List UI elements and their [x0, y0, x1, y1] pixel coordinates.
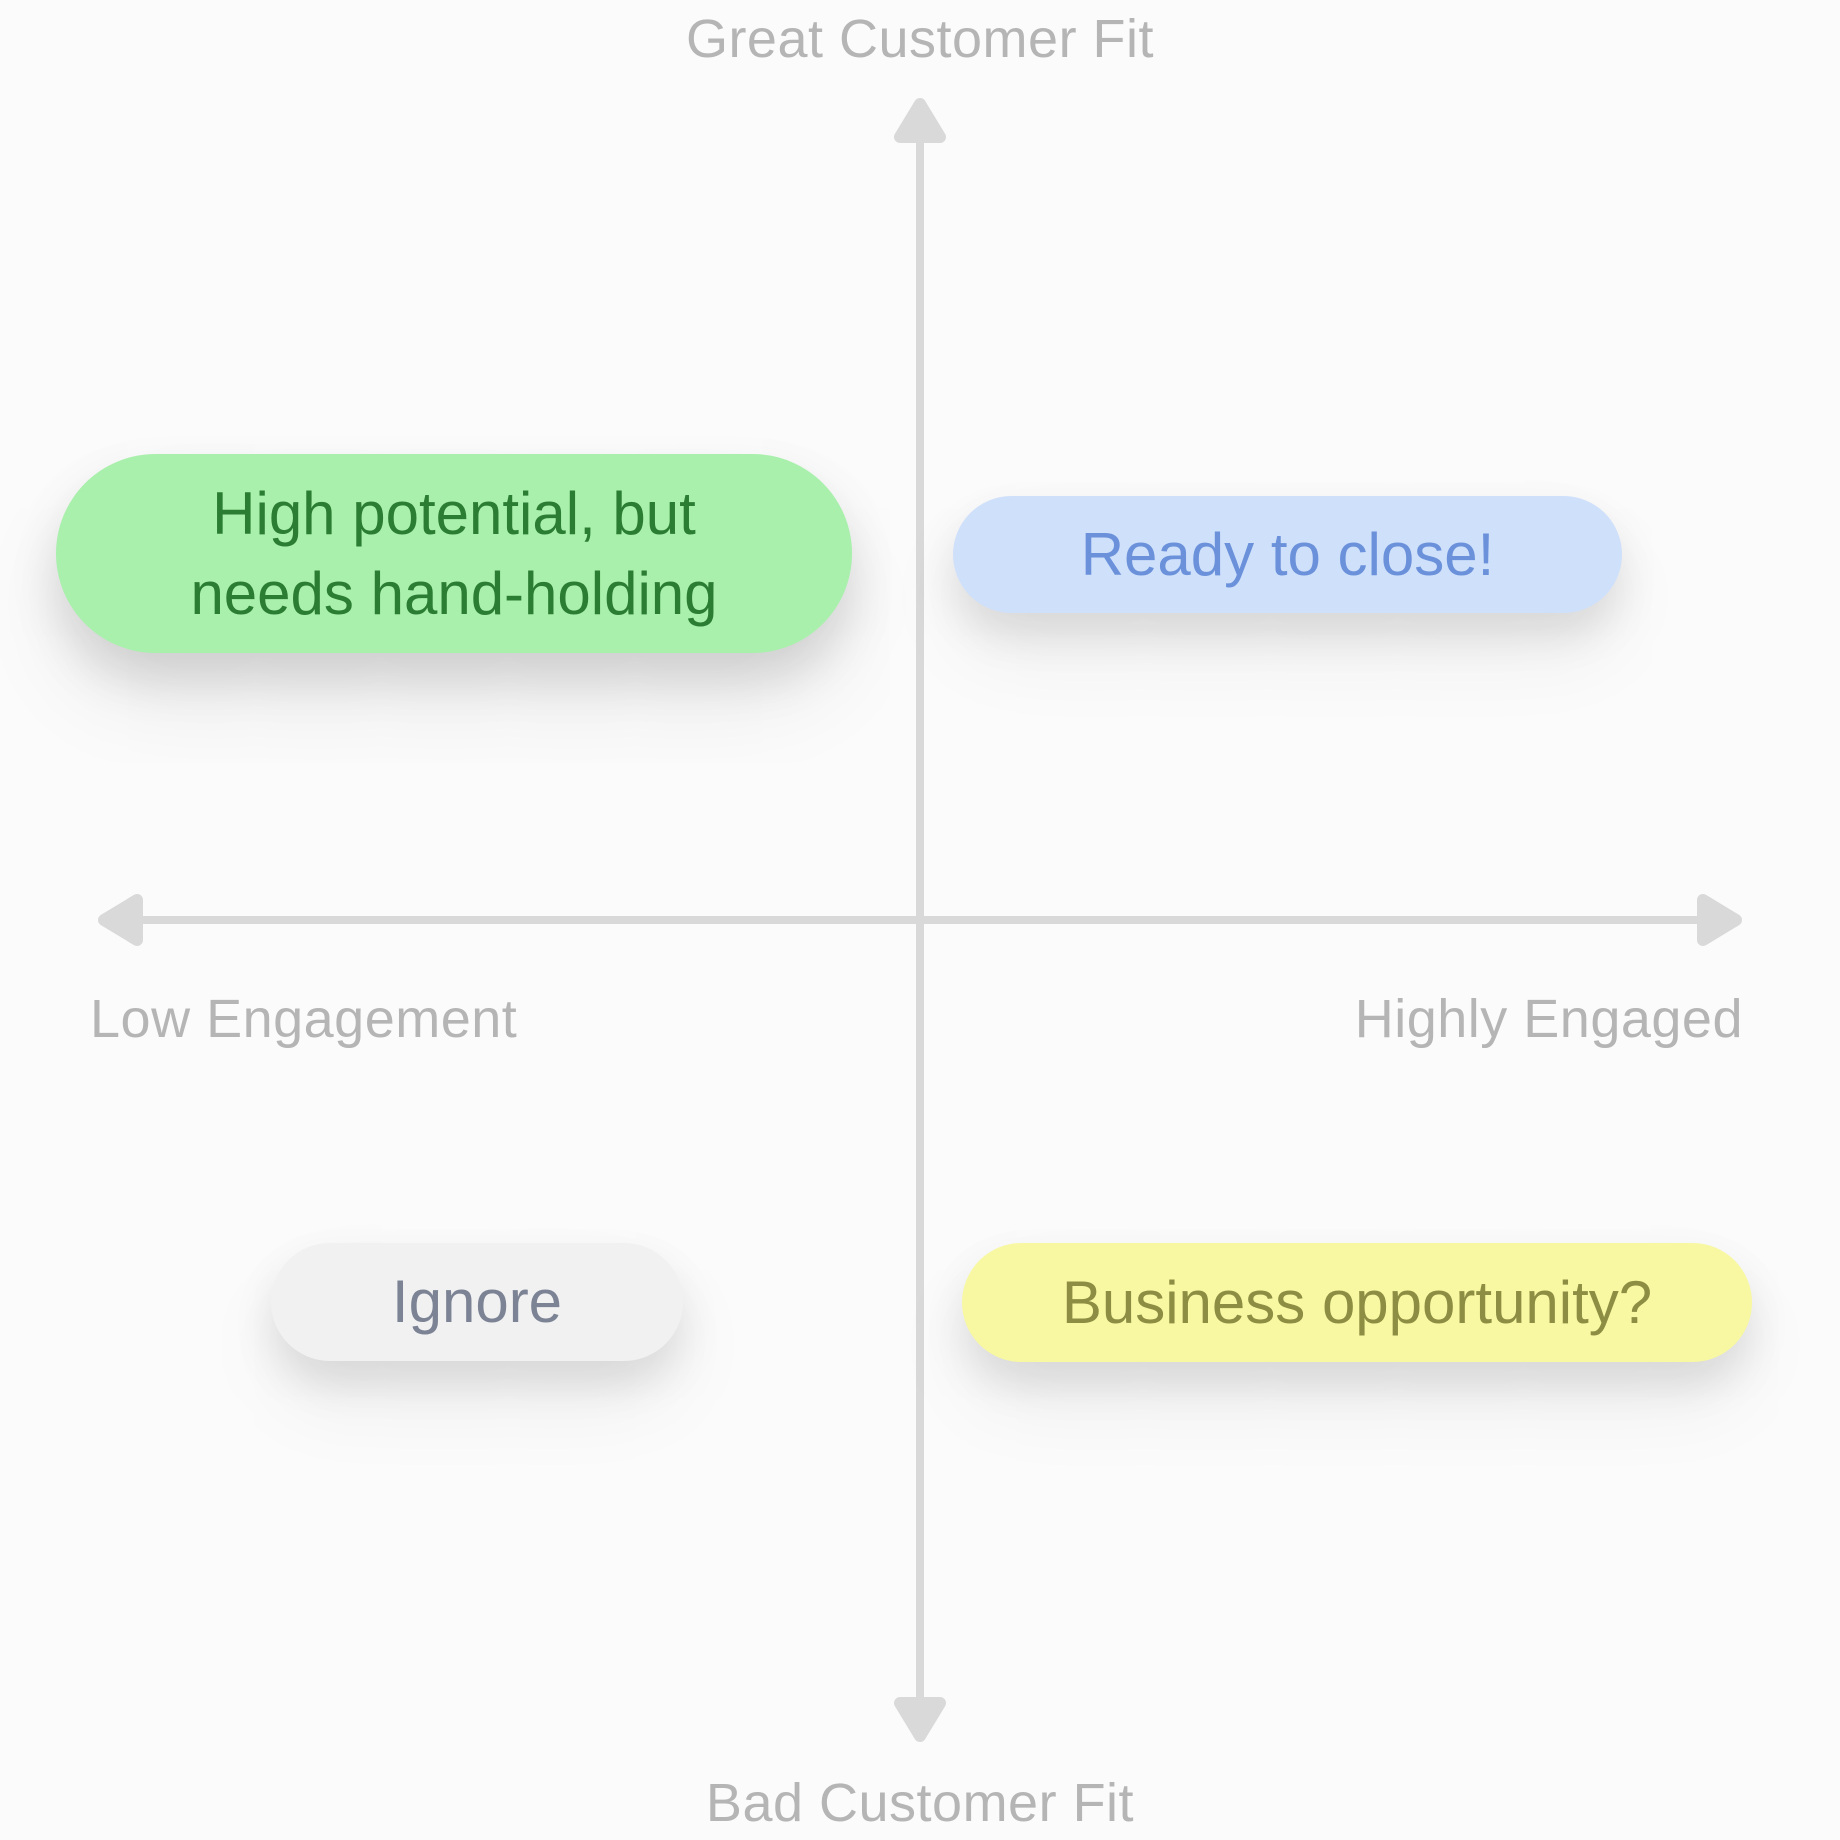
arrow-up-icon: [894, 98, 946, 143]
arrow-left-icon: [98, 894, 143, 946]
x-axis-right-label: Highly Engaged: [1354, 989, 1743, 1049]
quadrant-pill-top-left-label: High potential, but needs hand-holding: [190, 479, 718, 627]
quadrant-pill-top-left: High potential, but needs hand-holding: [56, 454, 852, 653]
arrow-right-icon: [1697, 894, 1742, 946]
quadrant-pill-bottom-left-label: Ignore: [391, 1268, 563, 1335]
y-axis-bottom-label: Bad Customer Fit: [705, 1773, 1135, 1833]
quadrant-pill-bottom-left: Ignore: [271, 1243, 683, 1361]
y-axis-top-label: Great Customer Fit: [685, 9, 1155, 69]
quadrant-pill-bottom-right-label: Business opportunity?: [1061, 1268, 1653, 1336]
x-axis-left-label: Low Engagement: [90, 989, 518, 1049]
quadrant-pill-bottom-right: Business opportunity?: [962, 1243, 1752, 1362]
arrow-down-icon: [894, 1697, 946, 1742]
quadrant-pill-top-right-label: Ready to close!: [1080, 520, 1495, 588]
quadrant-pill-top-right: Ready to close!: [953, 496, 1622, 613]
